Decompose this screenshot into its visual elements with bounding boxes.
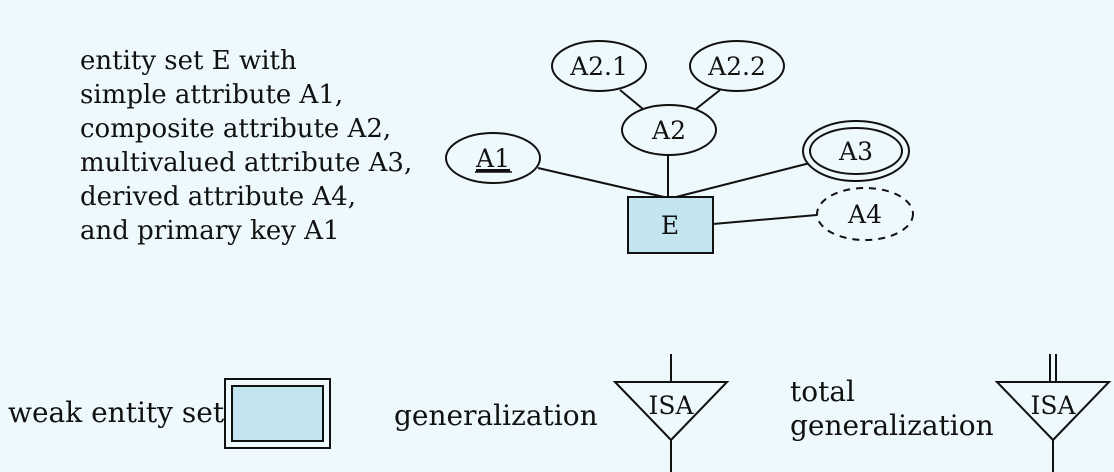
generalization-label: generalization [394, 399, 598, 432]
edge-a21-a2 [619, 89, 644, 110]
attribute-a4-dashed-ellipse [816, 187, 914, 241]
generalization-isa-triangle [612, 381, 730, 442]
isa-total-label: ISA [1030, 391, 1076, 420]
attribute-a22-ellipse [689, 40, 785, 92]
entity-e-label: E [661, 211, 679, 240]
edge-a22-a2 [695, 89, 721, 110]
edge-a4-e [712, 214, 818, 225]
entity-description: entity set E with simple attribute A1, c… [80, 44, 412, 248]
description-line: derived attribute A4, [80, 182, 356, 212]
description-line: simple attribute A1, [80, 80, 344, 110]
isa-label: ISA [648, 391, 694, 420]
total-generalization-label-line2: generalization [790, 409, 994, 442]
total-generalization-label-line1: total [790, 375, 856, 408]
edge-a3-e [675, 162, 811, 198]
weak-entity-set-label: weak entity set [8, 396, 225, 429]
description-line: entity set E with [80, 46, 297, 76]
attribute-a4-label: A4 [847, 200, 882, 229]
edge-a1-e [537, 167, 665, 198]
attribute-a1-ellipse [445, 132, 541, 184]
total-generalization-isa-triangle [994, 381, 1112, 442]
description-line: and primary key A1 [80, 216, 340, 246]
weak-entity-inner-rect [231, 385, 324, 442]
description-line: composite attribute A2, [80, 114, 392, 144]
attribute-a1-label: A1 [475, 144, 510, 173]
attribute-a21-ellipse [551, 40, 647, 92]
attribute-a2-ellipse [621, 104, 717, 156]
attribute-a21-label: A2.1 [569, 52, 628, 81]
attribute-a3-label: A3 [838, 137, 873, 166]
attribute-a22-label: A2.2 [707, 52, 766, 81]
entity-set-e [627, 196, 714, 254]
description-line: multivalued attribute A3, [80, 148, 413, 178]
attribute-a2-label: A2 [651, 116, 686, 145]
attribute-a3-inner-ellipse [809, 127, 903, 175]
